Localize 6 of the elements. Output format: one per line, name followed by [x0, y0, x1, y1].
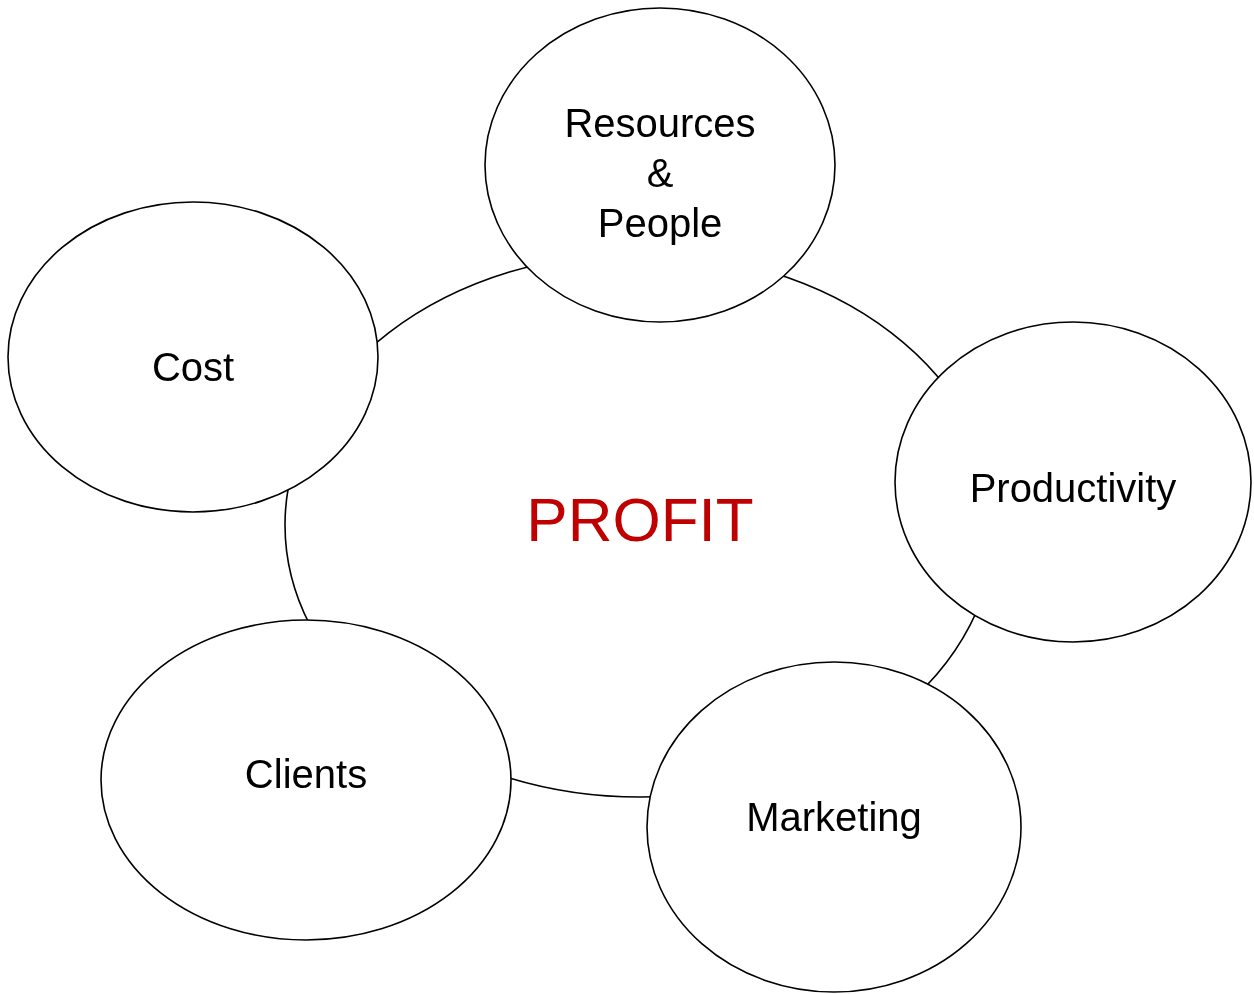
- node-label: PROFIT: [526, 483, 754, 556]
- node-label: Resources & People: [563, 100, 757, 247]
- node-label: Clients: [244, 751, 368, 798]
- node-label: Cost: [151, 344, 235, 391]
- node-label: Marketing: [746, 794, 922, 841]
- node-label: Productivity: [969, 465, 1177, 512]
